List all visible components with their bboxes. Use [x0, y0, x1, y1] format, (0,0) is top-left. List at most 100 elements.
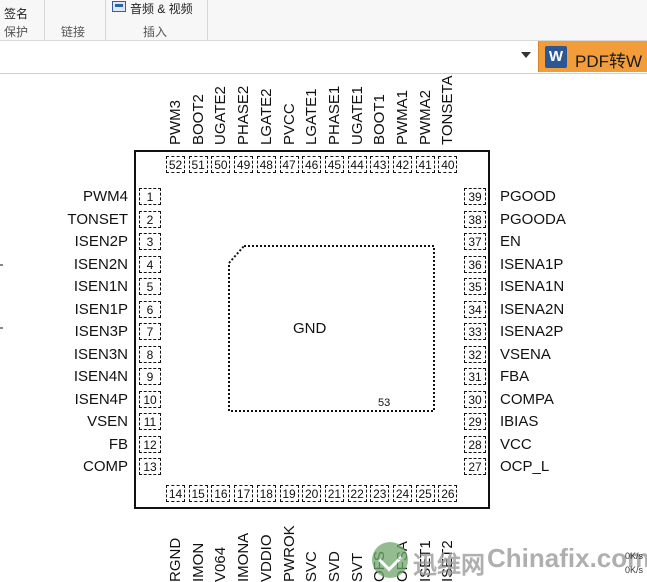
pin-number: 41	[415, 156, 435, 173]
ribbon-divider	[44, 0, 45, 40]
pin-number: 31	[464, 368, 486, 385]
exposed-pad	[228, 245, 435, 412]
pin-label: ISEN3P	[74, 323, 128, 340]
pin-label: LGATE1	[303, 88, 321, 145]
pin-number: 8	[139, 345, 161, 363]
pin-label: V064	[212, 546, 230, 582]
pin-label: ISEN1P	[74, 300, 128, 318]
word-icon: W	[545, 46, 567, 68]
pin-label: PGOODA	[500, 210, 566, 228]
pin-number: 36	[464, 255, 486, 273]
pin-number: 24	[393, 485, 412, 502]
pin-label: COMP	[83, 458, 128, 475]
pin-label: BOOT1	[371, 94, 389, 145]
pin-number: 12	[139, 435, 161, 453]
pin-number: 2	[139, 210, 161, 228]
pin-label: ISEN2P	[74, 233, 128, 250]
pin-number: 25	[415, 485, 435, 502]
pin-number: 10	[139, 390, 161, 408]
pin-label: ISEN2N	[73, 255, 128, 273]
pin-number: 45	[324, 156, 344, 173]
pin-label: LGATE2	[257, 88, 275, 145]
pin-label: TONSET	[67, 210, 128, 228]
pin-number: 18	[256, 485, 276, 502]
pin-number: 6	[139, 300, 161, 318]
media-icon	[112, 1, 126, 12]
pin-label: IMONA	[235, 532, 253, 582]
ribbon-divider	[207, 0, 208, 40]
pin-label: PVCC	[280, 103, 298, 145]
pin-label: VSENA	[500, 345, 551, 363]
pin-number: 13	[139, 458, 161, 475]
pin-label: SVC	[303, 551, 321, 582]
pdf-to-word-label[interactable]: PDF转W	[575, 52, 643, 71]
pin-number: 28	[464, 435, 486, 453]
pin-label: VSEN	[87, 413, 128, 430]
pin-label: UGATE1	[348, 86, 366, 145]
pin-label: RGND	[167, 537, 184, 582]
pin-number: 43	[370, 156, 390, 173]
media-button[interactable]: 音频 & 视频	[130, 2, 193, 16]
chip-center-label: GND	[293, 320, 327, 337]
pin-label: ISENA2N	[500, 300, 565, 318]
pin-label: ISENA1N	[500, 278, 565, 295]
pin-label: PGOOD	[500, 188, 556, 205]
pin-label: ISEN4P	[74, 390, 128, 408]
protect-group-label: 保护	[4, 25, 29, 39]
pin-label: IMON	[189, 542, 207, 582]
pin-label: PHASE1	[325, 85, 343, 145]
pin-number: 30	[464, 390, 486, 408]
pin-number: 17	[234, 485, 254, 502]
pin-label: OCP_L	[500, 458, 550, 475]
pin-label: ISEN3N	[73, 345, 128, 363]
pin-label: IBIAS	[500, 413, 539, 430]
pin-number: 34	[464, 300, 486, 318]
pin-number: 19	[279, 485, 299, 502]
pin-number: 35	[464, 278, 486, 295]
pin-number: 38	[464, 210, 486, 228]
pin-number: 42	[393, 156, 412, 173]
pin-label: ISENA1P	[500, 255, 564, 273]
pin-number: 7	[139, 323, 161, 340]
pin-number: 32	[464, 345, 486, 363]
pin-label: PWROK	[280, 525, 298, 582]
pin-number: 46	[302, 156, 322, 173]
pin-number: 40	[438, 156, 458, 173]
pin-number: 20	[302, 485, 322, 502]
pin-number: 16	[211, 485, 231, 502]
pin-number: 22	[347, 485, 367, 502]
pin-label: SVT	[348, 552, 366, 582]
pin-number: 5	[139, 278, 161, 295]
pin-number: 4	[139, 255, 161, 273]
pin-label: FBA	[500, 368, 530, 385]
pin-label: BOOT2	[189, 94, 207, 145]
pin-label: TONSETA	[439, 75, 457, 145]
pin-label: UGATE2	[212, 86, 230, 145]
pin-number: 29	[464, 413, 486, 430]
pin-label: ISEN1N	[73, 278, 128, 295]
pin-number: 49	[234, 156, 254, 173]
pin-number: 11	[139, 413, 161, 430]
pin-label: FB	[108, 435, 128, 453]
pin-label: PWM4	[83, 188, 128, 205]
pin-label: VDDIO	[257, 534, 275, 582]
pin-label: COMPA	[500, 390, 554, 408]
download-speed: 0K/s	[625, 565, 644, 575]
chevron-down-icon[interactable]	[521, 52, 531, 58]
ribbon-divider	[105, 0, 106, 40]
signature-button[interactable]: 签名	[4, 7, 29, 21]
pin-number: 1	[139, 188, 161, 205]
pin-number: 44	[347, 156, 367, 173]
pin-number: 23	[370, 485, 390, 502]
chinafix-logo	[372, 542, 408, 578]
chip-body	[134, 150, 490, 509]
pin-number: 15	[188, 485, 208, 502]
pin-number: 21	[324, 485, 344, 502]
insert-group-label: 插入	[143, 25, 168, 39]
pin-number: 47	[279, 156, 299, 173]
pin-number: 39	[464, 188, 486, 205]
upload-speed: 0K/s	[625, 551, 644, 561]
pin-number: 50	[211, 156, 231, 173]
pin-number: 51	[188, 156, 208, 173]
